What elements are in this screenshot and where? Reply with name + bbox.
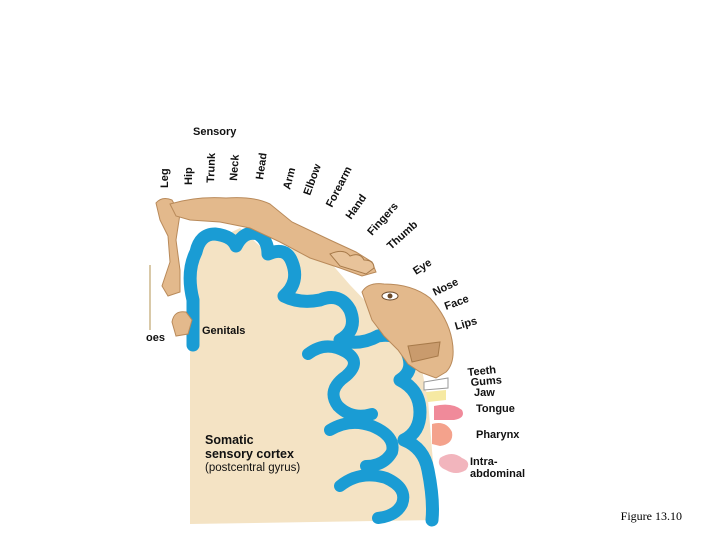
figure-caption: Figure 13.10	[620, 509, 682, 523]
label-face: Face	[443, 293, 471, 313]
cortex-sulcus-3	[334, 469, 410, 524]
teeth-icon	[423, 377, 449, 391]
label-gums: Gums	[470, 374, 502, 389]
homunculus-fingers	[329, 250, 375, 275]
homunculus-trunk-arm	[169, 197, 377, 277]
label-jaw: Jaw	[474, 387, 495, 399]
cortex-label-line2: sensory cortex	[205, 447, 294, 461]
label-arm: Arm	[281, 166, 298, 190]
eye-pupil	[387, 293, 393, 299]
label-eye: Eye	[411, 257, 434, 278]
label-fingers: Fingers	[365, 200, 401, 238]
label-hip: Hip	[183, 167, 195, 185]
label-lips: Lips	[454, 315, 479, 333]
label-head: Head	[254, 152, 270, 180]
label-teeth: Teeth	[467, 364, 497, 379]
label-intra: Intra-	[470, 456, 498, 468]
label-pharynx: Pharynx	[476, 429, 520, 441]
intestine-icon	[438, 454, 469, 473]
homunculus-lip	[407, 341, 441, 363]
gums-icon	[426, 390, 446, 402]
homunculus-leg	[155, 198, 181, 297]
pharynx-icon	[432, 423, 453, 446]
label-nose: Nose	[431, 276, 460, 299]
cortex-sulcus-2	[324, 416, 399, 472]
label-leg: Leg	[159, 168, 171, 188]
label-toes-partial: oes	[146, 332, 165, 344]
cortex-tissue	[190, 228, 438, 524]
cortex-sulcus-1	[302, 340, 378, 422]
cortex-gray-matter-band	[183, 226, 439, 527]
label-hand: Hand	[344, 192, 370, 221]
label-genitals: Genitals	[202, 325, 245, 337]
label-thumb: Thumb	[385, 219, 420, 253]
label-tongue: Tongue	[476, 403, 515, 415]
cortex-label-line3: (postcentral gyrus)	[205, 462, 300, 474]
label-trunk: Trunk	[205, 152, 218, 183]
cortex-label-line1: Somatic	[205, 433, 254, 447]
homunculus-hand-left	[171, 311, 193, 337]
label-abdominal: abdominal	[470, 468, 525, 480]
label-elbow: Elbow	[302, 162, 325, 197]
sensory-title: Sensory	[193, 126, 237, 138]
label-forearm: Forearm	[324, 165, 355, 210]
label-neck: Neck	[228, 153, 242, 181]
tongue-icon	[434, 404, 463, 420]
